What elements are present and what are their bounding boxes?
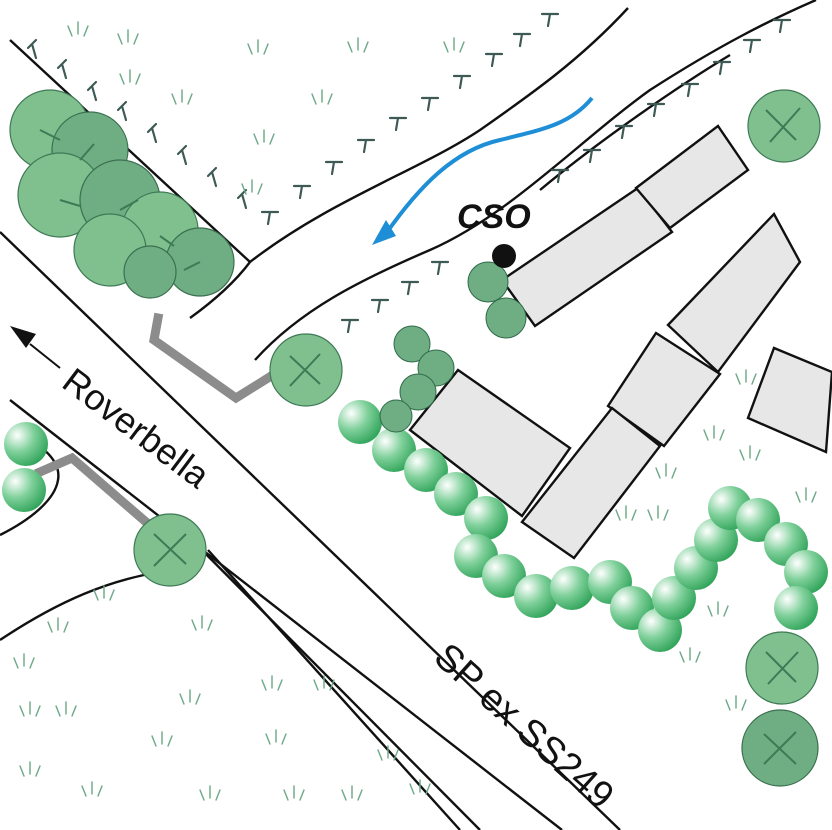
shrubs-near-cso (379, 261, 527, 433)
building-2 (634, 124, 750, 230)
drainage-pipes (34, 312, 275, 529)
roadside-line (207, 549, 461, 830)
cso-label: CSO (457, 198, 531, 236)
trees (9, 89, 821, 787)
main-road-south-edge (9, 399, 563, 830)
arrow-left-icon (10, 326, 36, 348)
ditch-bank-south (254, 0, 817, 361)
building-7 (746, 346, 832, 454)
tree-cluster-west (9, 89, 235, 299)
flow-arrow-icon (372, 220, 396, 245)
pipe-south (34, 452, 153, 529)
tree-east (747, 89, 821, 163)
tree-roadside (133, 513, 207, 587)
building-3 (666, 211, 802, 374)
building-6 (408, 368, 572, 518)
road-name-label: SP ex SS249 (426, 635, 622, 817)
sidewalk-edge (179, 527, 481, 830)
roverbella-label: Roverbella (55, 360, 218, 497)
road-sp-ex-ss249 (0, 39, 621, 830)
embankment-ticks (26, 12, 792, 334)
direction-arrow (10, 326, 61, 369)
building-5 (520, 406, 662, 560)
ditch-bank-curve (189, 261, 251, 319)
pipe-north (149, 312, 275, 404)
building-4 (606, 331, 722, 448)
grass-tufts (13, 21, 817, 801)
main-road-north-edge (0, 231, 621, 830)
flow-line (383, 96, 594, 237)
field-edge (0, 570, 161, 641)
ditch-bank-north (249, 7, 629, 263)
tree-mid (269, 333, 343, 407)
upper-road-edge-left (9, 39, 251, 263)
hedge (2, 400, 828, 652)
filled-circle-icon (492, 244, 516, 268)
water-flow (372, 96, 594, 245)
tree-southeast (741, 631, 819, 787)
